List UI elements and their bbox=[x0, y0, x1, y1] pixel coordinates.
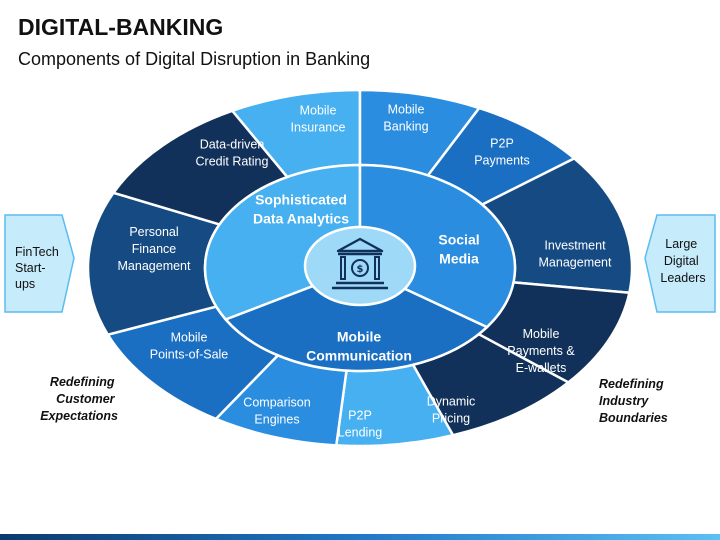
right-note: Redefining Industry Boundaries bbox=[599, 377, 668, 425]
inner-segment-1 bbox=[358, 163, 517, 329]
fintech-startups-label: FinTech Start- ups bbox=[15, 245, 62, 291]
page-subtitle: Components of Digital Disruption in Bank… bbox=[18, 49, 371, 69]
bottom-accent-bar bbox=[0, 534, 720, 540]
bank-icon: $ bbox=[303, 225, 417, 307]
inner-segment-2 bbox=[223, 266, 490, 373]
large-digital-leaders-label: Large Digital Leaders bbox=[660, 237, 705, 285]
page-title: DIGITAL-BANKING bbox=[18, 14, 224, 40]
dollar-icon: $ bbox=[357, 264, 364, 275]
left-note: Redefining Customer Expectations bbox=[40, 375, 118, 423]
fintech-startups-box: FinTech Start- ups bbox=[4, 214, 75, 313]
large-digital-leaders-box: Large Digital Leaders bbox=[644, 214, 716, 313]
